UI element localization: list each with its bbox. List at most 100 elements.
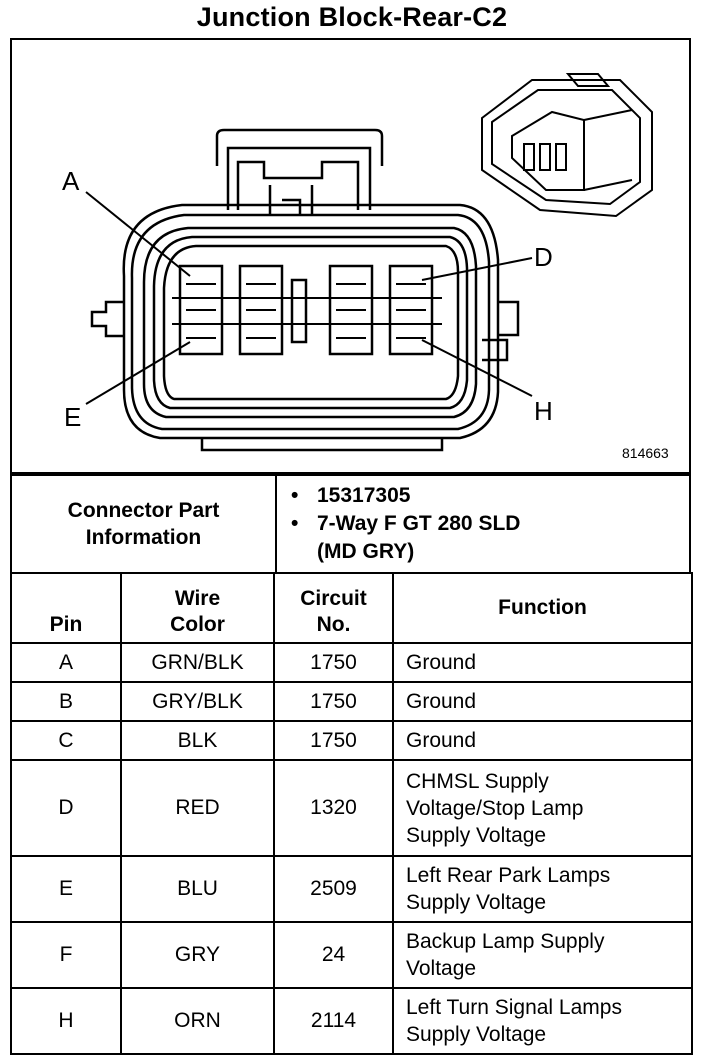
header-circuit-line1: Circuit (300, 587, 367, 610)
seal-ring-1 (142, 226, 478, 419)
cell-circuit-no: 1750 (273, 681, 394, 722)
cell-wire-color: GRY/BLK (120, 681, 275, 722)
leader-lines (85, 191, 533, 405)
cell-wire-color: RED (120, 759, 275, 857)
iso-cavity-1 (523, 143, 535, 171)
seal-ring-2 (152, 235, 469, 410)
header-wire-color-line1: Wire (174, 587, 221, 610)
diagram-reference-number: 814663 (622, 445, 669, 461)
connector-part-info-value: 15317305 7-Way F GT 280 SLD (MD GRY) (275, 474, 691, 574)
connector-part-number: 15317305 (291, 482, 689, 510)
cell-circuit-no: 2509 (273, 855, 394, 923)
cavity-ribs (172, 283, 442, 339)
cell-wire-color: BLK (120, 720, 275, 761)
connector-body (90, 128, 520, 452)
cell-circuit-no: 24 (273, 921, 394, 989)
function-line: Supply Voltage (406, 823, 547, 847)
function-line: Voltage/Stop Lamp (406, 796, 584, 820)
iso-inner (491, 89, 641, 206)
leader-d (421, 257, 533, 281)
bottom-skirt (200, 438, 444, 452)
cell-circuit-no: 1320 (273, 759, 394, 857)
label-pin-a: A (62, 166, 80, 196)
iso-latch (565, 73, 611, 87)
cell-pin: H (10, 987, 122, 1055)
header-function: Function (392, 572, 693, 644)
side-nub-left (90, 300, 124, 338)
connector-part-info-label: Connector Part Information (10, 474, 277, 574)
side-ear-right-tab (482, 338, 509, 362)
cell-wire-color: BLU (120, 855, 275, 923)
label-pin-h: H (534, 396, 553, 426)
connector-part-info-label-line2: Information (85, 526, 202, 549)
description-line1: 7-Way F GT 280 SLD (317, 512, 521, 535)
connector-isometric-view (481, 73, 653, 218)
function-line: Backup Lamp Supply (406, 930, 605, 953)
latch-tab (236, 160, 360, 210)
connector-face-diagram: A D E H (12, 40, 689, 476)
connector-description: 7-Way F GT 280 SLD (MD GRY) (291, 510, 689, 566)
iso-face (511, 110, 585, 191)
latch-detail (268, 185, 314, 216)
function-line: Left Rear Park Lamps (406, 864, 611, 887)
latch-housing-inner (226, 146, 372, 210)
function-line: CHMSL Supply (406, 769, 549, 793)
terminal-cavities (178, 264, 434, 356)
cell-pin: A (10, 642, 122, 683)
outer-shell (122, 203, 500, 440)
description-line2: (MD GRY) (317, 540, 415, 563)
iso-outline (481, 79, 653, 218)
cell-pin: C (10, 720, 122, 761)
header-circuit-line2: No. (316, 613, 351, 636)
leader-h (421, 339, 533, 397)
connector-part-info-label-line1: Connector Part (67, 499, 220, 522)
function-line: Ground (406, 651, 477, 674)
cell-function: Ground (392, 681, 693, 722)
function-line: Ground (406, 690, 477, 713)
header-wire-color: Wire Color (120, 572, 275, 644)
function-line: Left Turn Signal Lamps (406, 996, 622, 1019)
iso-edge-2 (583, 179, 633, 191)
function-line: Ground (406, 729, 477, 752)
label-pin-d: D (534, 242, 553, 272)
cell-pin: D (10, 759, 122, 857)
pinout-header-row: Pin Wire Color Circuit No. Function (10, 572, 693, 644)
connector-part-info-table: Connector Part Information 15317305 7-Wa… (10, 474, 691, 574)
cell-wire-color: ORN (120, 987, 275, 1055)
cell-function: Ground (392, 720, 693, 761)
leader-e (85, 341, 191, 405)
leader-a (85, 191, 191, 277)
function-line: Supply Voltage (406, 1023, 547, 1046)
connector-face-svg: A D E H (62, 73, 653, 452)
label-pin-e: E (64, 402, 81, 432)
cell-pin: F (10, 921, 122, 989)
cell-circuit-no: 2114 (273, 987, 394, 1055)
iso-edge-1 (583, 109, 633, 121)
cell-function: Ground (392, 642, 693, 683)
part-number-text: 15317305 (317, 484, 411, 507)
connector-diagram-frame: A D E H (10, 38, 691, 474)
iso-cavity-3 (555, 143, 567, 171)
cell-pin: B (10, 681, 122, 722)
header-pin: Pin (10, 572, 122, 644)
function-line: Supply Voltage (406, 891, 547, 914)
header-circuit-no: Circuit No. (273, 572, 394, 644)
page-title: Junction Block-Rear-C2 (196, 2, 508, 32)
header-wire-color-line2: Color (170, 613, 225, 636)
cell-pin: E (10, 855, 122, 923)
outer-shell-inner (130, 213, 491, 431)
function-line: Voltage (406, 957, 477, 980)
